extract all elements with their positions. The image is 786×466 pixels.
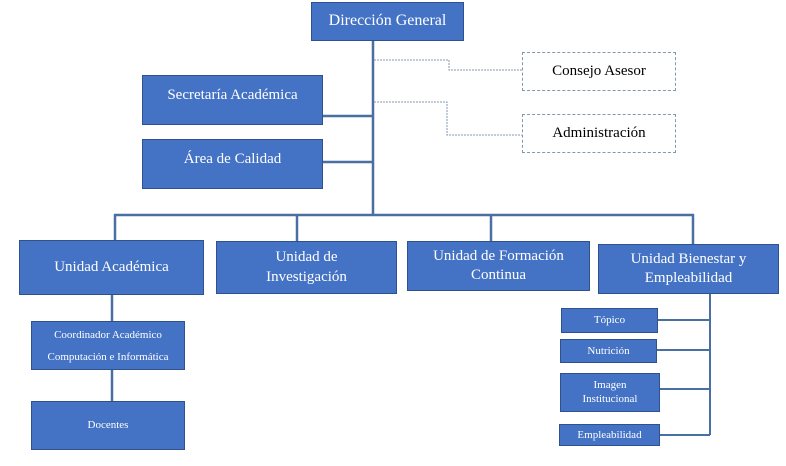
node-label: Tópico xyxy=(593,314,626,327)
node-unidad-investigacion[interactable]: Unidad de Investigación xyxy=(216,241,397,294)
node-topico[interactable]: Tópico xyxy=(561,308,658,333)
node-coordinador-academico[interactable]: Coordinador Académico Computación e Info… xyxy=(31,321,185,370)
node-direccion-general[interactable]: Dirección General xyxy=(311,2,464,41)
node-label: Empleabilidad xyxy=(577,428,642,441)
connector-administracion xyxy=(374,101,523,136)
node-area-calidad[interactable]: Área de Calidad xyxy=(142,139,323,189)
node-unidad-academica[interactable]: Unidad Académica xyxy=(19,240,204,295)
node-label: Coordinador Académico Computación e Info… xyxy=(47,328,169,363)
node-label: Secretaría Académica xyxy=(167,87,298,103)
node-administracion[interactable]: Administración xyxy=(522,114,676,153)
node-label: Docentes xyxy=(87,419,129,432)
node-label: Dirección General xyxy=(328,12,447,30)
node-docentes[interactable]: Docentes xyxy=(31,401,185,450)
node-label: Unidad Académica xyxy=(54,258,169,275)
node-label: Administración xyxy=(552,125,646,141)
node-label: Consejo Asesor xyxy=(552,63,646,79)
node-consejo-asesor[interactable]: Consejo Asesor xyxy=(522,52,676,91)
node-label: Unidad Bienestar y Empleabilidad xyxy=(630,250,747,287)
node-unidad-formacion-continua[interactable]: Unidad de Formación Continua xyxy=(407,241,590,291)
connector-consejo xyxy=(374,59,523,71)
node-label: Unidad de Investigación xyxy=(266,249,347,285)
node-label: Imagen Institucional xyxy=(582,379,638,405)
node-label: Nutrición xyxy=(587,344,630,357)
node-empleabilidad[interactable]: Empleabilidad xyxy=(559,424,660,446)
node-imagen-institucional[interactable]: Imagen Institucional xyxy=(560,373,660,412)
node-nutricion[interactable]: Nutrición xyxy=(560,339,657,363)
node-unidad-bienestar-empleabilidad[interactable]: Unidad Bienestar y Empleabilidad xyxy=(598,244,779,294)
node-label: Área de Calidad xyxy=(183,151,282,167)
node-label: Unidad de Formación Continua xyxy=(433,247,564,284)
node-secretaria-academica[interactable]: Secretaría Académica xyxy=(142,75,323,125)
